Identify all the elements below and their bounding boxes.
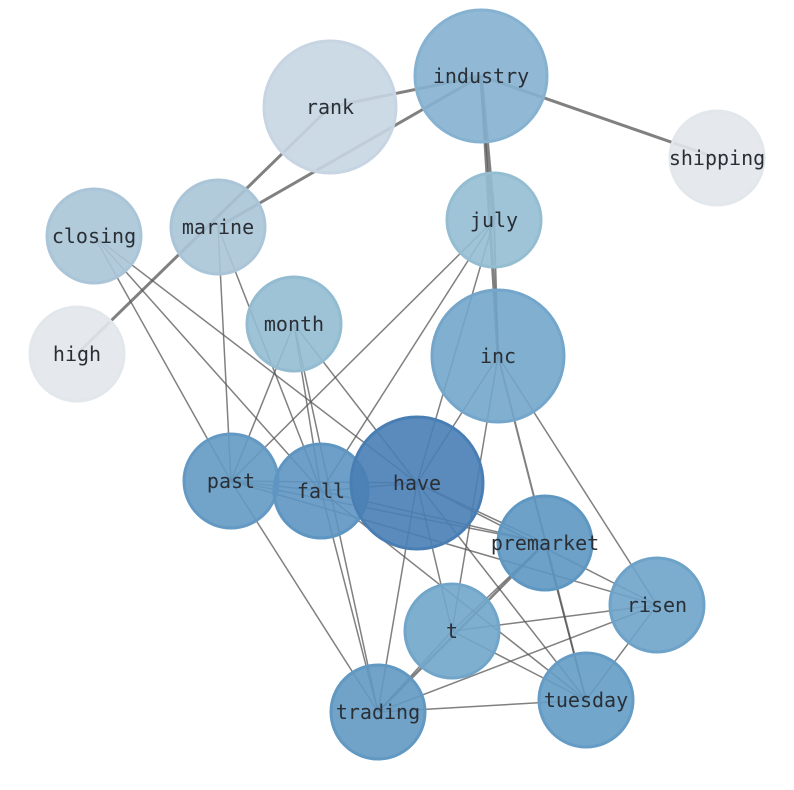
edge-closing-have: [93, 235, 418, 484]
node-trading[interactable]: trading: [329, 663, 427, 761]
node-label: month: [264, 312, 324, 336]
node-label: july: [470, 208, 518, 232]
node-month[interactable]: month: [245, 275, 343, 373]
node-circle: [608, 556, 706, 654]
node-circle: [245, 275, 343, 373]
node-tuesday[interactable]: tuesday: [537, 651, 635, 749]
node-have[interactable]: have: [349, 415, 485, 551]
node-shipping[interactable]: shipping: [668, 109, 766, 207]
node-fall[interactable]: fall: [272, 442, 370, 540]
node-circle: [496, 494, 594, 592]
node-label: trading: [336, 700, 420, 724]
node-label: inc: [480, 344, 516, 368]
node-label: tuesday: [544, 688, 628, 712]
node-industry[interactable]: industry: [413, 8, 549, 144]
node-label: premarket: [491, 531, 599, 555]
node-circle: [329, 663, 427, 761]
node-circle: [262, 39, 398, 175]
node-circle: [403, 582, 501, 680]
node-premarket[interactable]: premarket: [491, 494, 599, 592]
edge-closing-fall: [93, 235, 322, 492]
node-circle: [349, 415, 485, 551]
node-label: t: [446, 619, 458, 643]
node-label: have: [393, 471, 441, 495]
node-label: shipping: [669, 146, 765, 170]
node-high[interactable]: high: [28, 305, 126, 403]
node-circle: [537, 651, 635, 749]
node-marine[interactable]: marine: [169, 178, 267, 276]
node-label: fall: [297, 479, 345, 503]
node-label: high: [53, 342, 101, 366]
node-circle: [169, 178, 267, 276]
node-circle: [430, 288, 566, 424]
node-closing[interactable]: closing: [45, 187, 143, 285]
node-circle: [413, 8, 549, 144]
node-label: industry: [433, 64, 529, 88]
node-risen[interactable]: risen: [608, 556, 706, 654]
node-past[interactable]: past: [182, 432, 280, 530]
nodes-layer: industry rank shipping july marine closing mon…: [28, 8, 766, 761]
edge-july-fall: [320, 219, 495, 492]
node-circle: [28, 305, 126, 403]
edge-risen-trading: [377, 604, 658, 713]
edge-july-past: [230, 219, 495, 482]
node-label: closing: [52, 224, 136, 248]
node-rank[interactable]: rank: [262, 39, 398, 175]
node-july[interactable]: july: [445, 171, 543, 269]
node-circle: [668, 109, 766, 207]
node-label: marine: [182, 215, 254, 239]
node-label: rank: [306, 95, 354, 119]
node-label: past: [207, 469, 255, 493]
node-inc[interactable]: inc: [430, 288, 566, 424]
node-t[interactable]: t: [403, 582, 501, 680]
node-label: risen: [627, 593, 687, 617]
node-circle: [445, 171, 543, 269]
node-circle: [45, 187, 143, 285]
